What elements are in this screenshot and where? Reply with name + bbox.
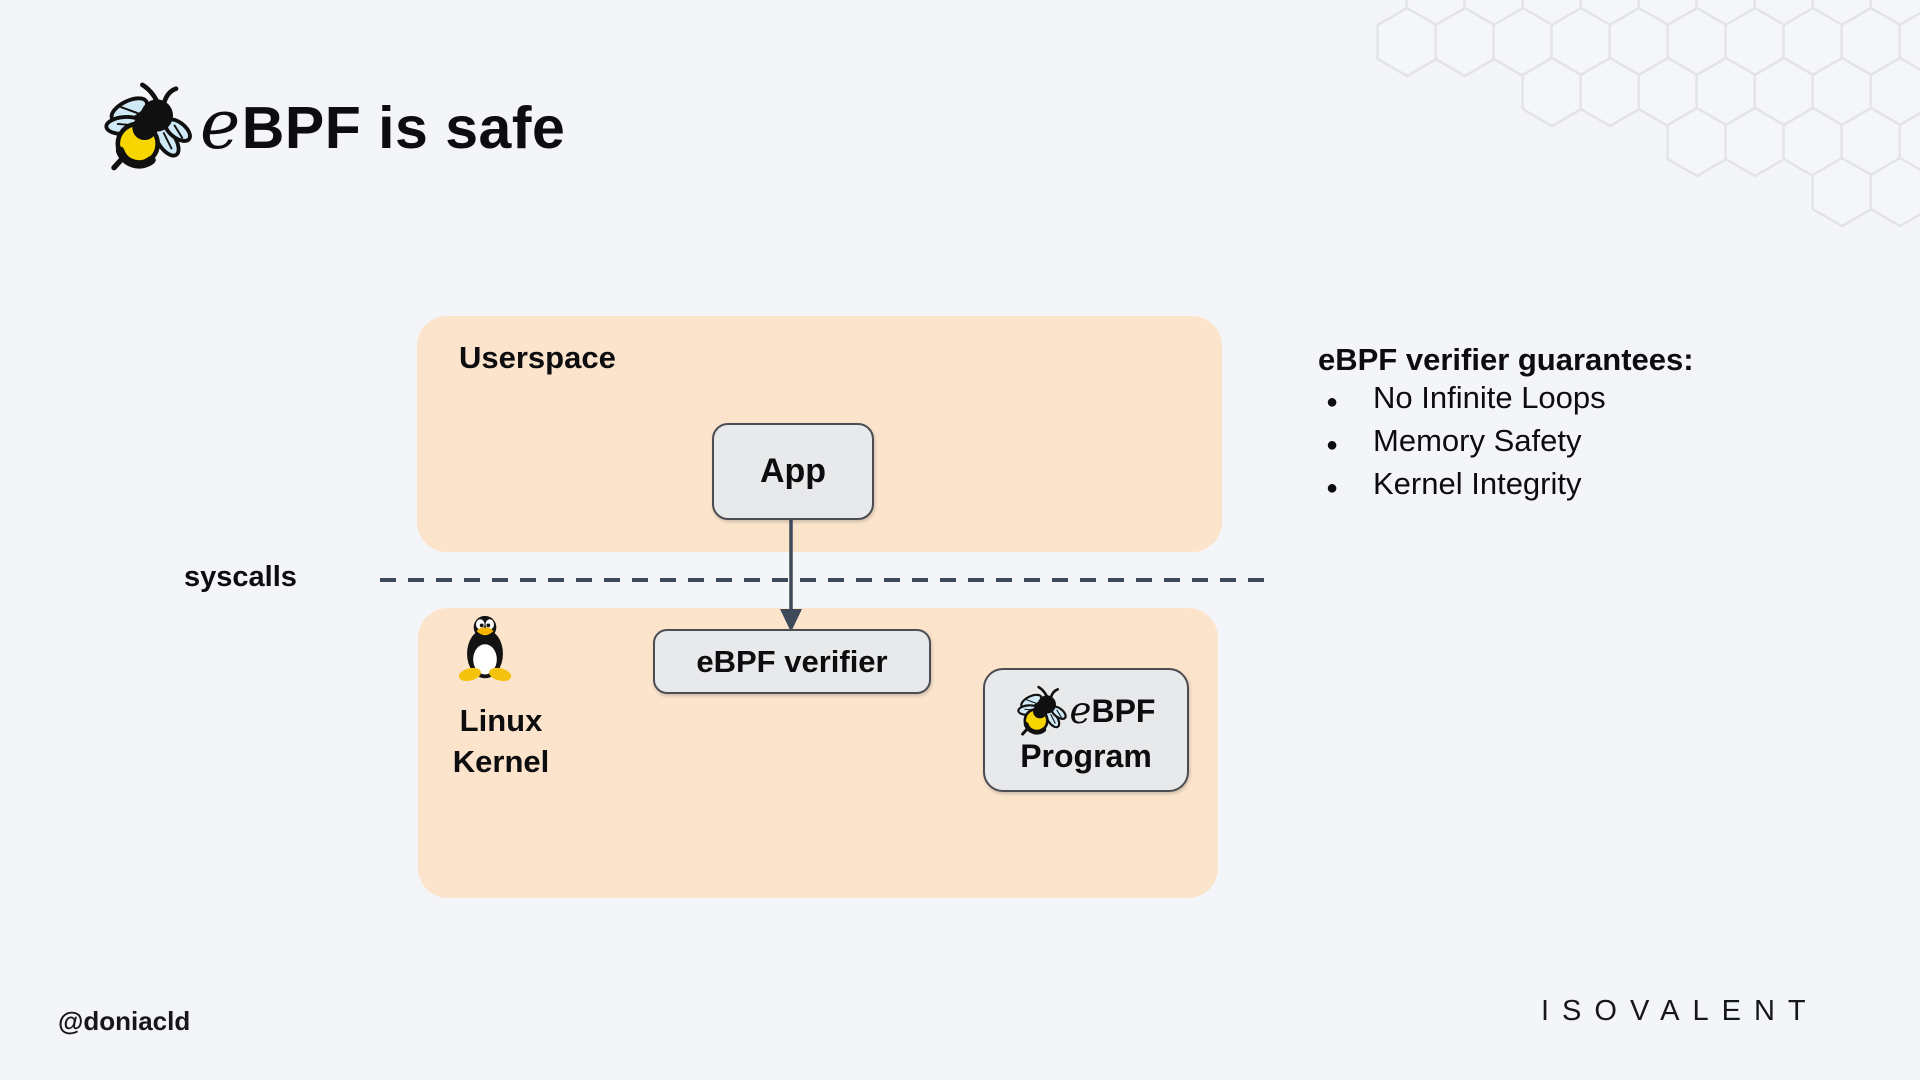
page-title: eBPF is safe [200,88,565,166]
ebpf-verifier-node: eBPF verifier [653,629,931,694]
syscalls-label: syscalls [184,561,297,593]
ebpf-program-row2: Program [1020,738,1152,774]
program-script-e: e [1069,689,1092,732]
title-bpf: BPF [241,95,362,161]
guarantee-item: ● Kernel Integrity [1318,466,1818,509]
kernel-label-line1: Linux [459,703,543,738]
guarantees-heading: eBPF verifier guarantees: [1318,342,1694,377]
app-node-label: App [759,452,827,490]
guarantee-text: No Infinite Loops [1373,380,1606,415]
bullet-icon: ● [1326,391,1339,413]
isovalent-logo: ISOVALENT [1541,995,1819,1027]
app-node: App [712,423,874,520]
ebpf-bee-icon [104,78,196,176]
hexagon-pattern [1376,0,1920,228]
title-rest: is safe [361,95,566,161]
author-handle: @doniacld [58,1006,191,1036]
userspace-label: Userspace [459,340,616,375]
guarantee-text: Kernel Integrity [1373,466,1582,501]
bullet-icon: ● [1326,477,1339,499]
ebpf-bee-icon-small [1017,685,1069,737]
title-script-e: e [200,86,241,165]
kernel-label-line2: Kernel [452,744,550,779]
guarantee-item: ● No Infinite Loops [1318,380,1818,423]
ebpf-verifier-label: eBPF verifier [696,643,888,679]
kernel-label: Linux Kernel [440,700,562,782]
guarantee-text: Memory Safety [1373,423,1582,458]
guarantee-item: ● Memory Safety [1318,423,1818,466]
bullet-icon: ● [1326,434,1339,456]
program-bpf: BPF [1091,693,1156,729]
guarantees-block: eBPF verifier guarantees: ● No Infinite … [1318,340,1818,509]
tux-penguin-icon [456,614,514,682]
